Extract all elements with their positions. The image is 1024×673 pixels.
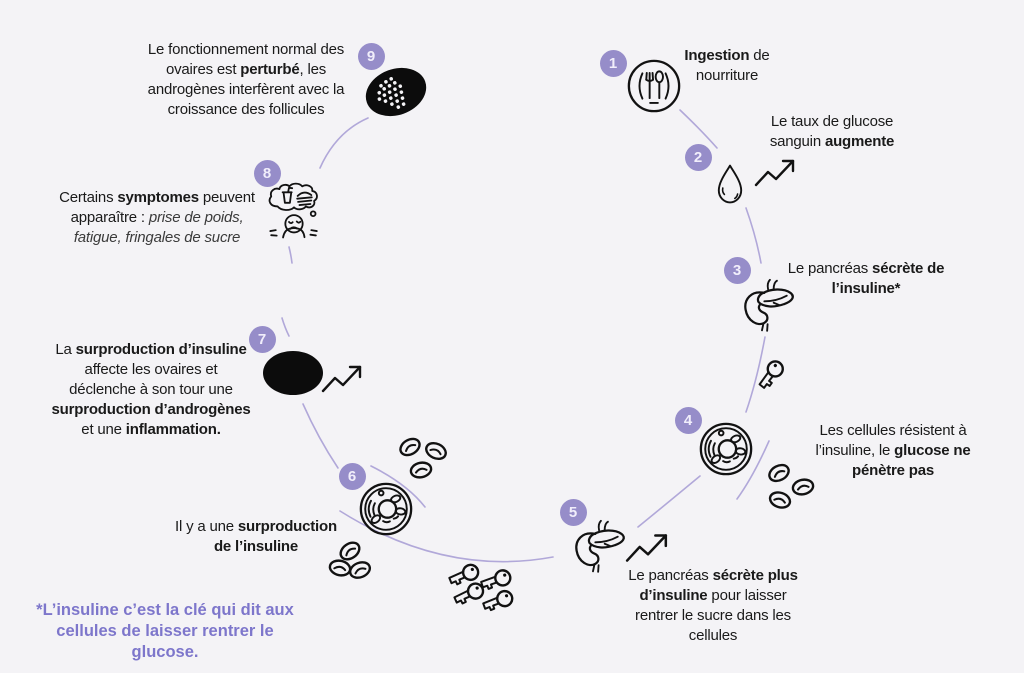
text-segment: sécrète plus d’insuline <box>639 567 798 604</box>
step9-text: Le fonctionnement normal des ovaires est… <box>137 40 355 120</box>
step4-number-badge: 4 <box>674 406 702 434</box>
pancreas-icon-svg <box>575 519 625 573</box>
ovary-follicles-icon <box>355 53 437 130</box>
trend-up-arrow-icon <box>624 530 670 566</box>
text-segment: peuvent apparaître : <box>70 189 256 226</box>
trend-up-arrow-icon <box>320 362 364 396</box>
text-segment: glucose ne pénètre pas <box>852 441 971 479</box>
text-segment: perturbé <box>240 60 300 78</box>
red-blood-cell-icon <box>344 556 376 584</box>
text-segment: affecte les ovaires et déclenche à son t… <box>69 360 233 398</box>
sad-face-thought-bubble-svg <box>268 182 318 239</box>
text-segment: , les androgènes interfèrent avec la cro… <box>147 60 345 118</box>
ovary-follicles-svg <box>365 67 427 117</box>
cell-icon <box>357 480 415 538</box>
ovary-filled-svg <box>263 351 323 395</box>
text-segment: Le pancréas <box>628 567 713 584</box>
text-segment: symptomes <box>117 189 199 206</box>
red-blood-cell-icon <box>334 535 367 566</box>
trend-up-arrow-svg <box>625 534 668 562</box>
insulin-key-svg <box>758 360 784 389</box>
step1-number-badge: 1 <box>599 49 627 77</box>
text-segment: de nourriture <box>695 47 770 84</box>
text-segment: Le pancréas <box>787 260 873 277</box>
insulin-key-icon <box>448 578 489 610</box>
red-blood-cell-icon <box>763 458 795 488</box>
cell-icon <box>697 420 755 478</box>
text-segment: La <box>55 341 76 358</box>
step2-text: Le taux de glucose sanguin augmente <box>763 112 901 152</box>
text-segment: surproduction d’insuline <box>75 341 247 358</box>
meal-plate-icon-svg <box>627 59 681 113</box>
step5-text: Le pancréas sécrète plus d’insuline pour… <box>619 566 807 646</box>
step3-number-badge: 3 <box>723 256 751 284</box>
text-segment: prise de poids, fatigue, fringales de su… <box>73 208 244 246</box>
step7-number-badge: 7 <box>248 325 276 353</box>
blood-drop-icon-svg <box>717 164 743 204</box>
step5-number-badge: 5 <box>559 498 587 526</box>
text-segment: et une <box>81 420 126 438</box>
insulin-key-icon <box>748 353 792 396</box>
text-segment: augmente <box>824 132 895 150</box>
ovary-filled-icon <box>262 350 324 396</box>
cell-icon-svg <box>699 422 753 476</box>
meal-plate-icon <box>625 57 683 115</box>
text-segment: surproduction de l’insuline <box>213 518 337 555</box>
trend-up-arrow-icon <box>753 156 797 190</box>
red-blood-cell-icon <box>406 458 436 483</box>
footnote: *L’insuline c’est la clé qui dit aux cel… <box>36 601 294 661</box>
text-segment: Les cellules résistent à l’insuline, le <box>815 422 967 459</box>
pancreas-icon <box>739 277 799 335</box>
text-segment: surproduction d’androgènes <box>51 400 251 418</box>
text-segment: inflammation. <box>125 420 221 438</box>
pancreas-icon <box>570 518 630 576</box>
step1-text: Ingestion de nourriture <box>664 46 790 86</box>
step6-text: Il y a une surproduction de l’insuline <box>168 517 344 557</box>
blood-drop-icon <box>714 162 746 206</box>
step2-number-badge: 2 <box>684 143 712 171</box>
step8-text: Certains symptomes peuvent apparaître : … <box>53 188 261 248</box>
step6-number-badge: 6 <box>338 462 366 490</box>
insulin-key-icon <box>476 566 515 595</box>
insulin-key-icon <box>477 586 517 616</box>
insulin-key-icon <box>443 560 483 591</box>
text-segment: pour laisser rentrer le sucre dans les c… <box>635 586 791 644</box>
step7-text: La surproduction d’insuline affecte les … <box>50 340 252 440</box>
text-segment: sécrète de l’insuline* <box>831 260 945 297</box>
step4-text: Les cellules résistent à l’insuline, le … <box>796 421 990 481</box>
trend-up-arrow-svg <box>754 159 795 187</box>
pancreas-icon-svg <box>744 278 794 332</box>
trend-up-arrow-svg <box>321 365 362 393</box>
text-segment: Le taux de glucose sanguin <box>769 113 894 150</box>
red-blood-cell-icon <box>788 475 818 500</box>
step8-number-badge: 8 <box>253 159 281 187</box>
step3-text: Le pancréas sécrète de l’insuline* <box>787 259 945 299</box>
text-segment: Le fonctionnement normal des ovaires est <box>147 41 345 78</box>
red-blood-cell-icon <box>765 486 796 513</box>
text-segment: Ingestion <box>684 47 750 64</box>
red-blood-cell-icon <box>394 432 427 462</box>
sad-face-thought-bubble-icon <box>263 180 325 242</box>
text-segment: Il y a une <box>175 518 238 535</box>
step9-number-badge: 9 <box>357 42 385 70</box>
text-segment: Certains <box>59 189 118 206</box>
red-blood-cell-icon <box>420 436 452 465</box>
cell-icon-svg <box>359 482 413 536</box>
